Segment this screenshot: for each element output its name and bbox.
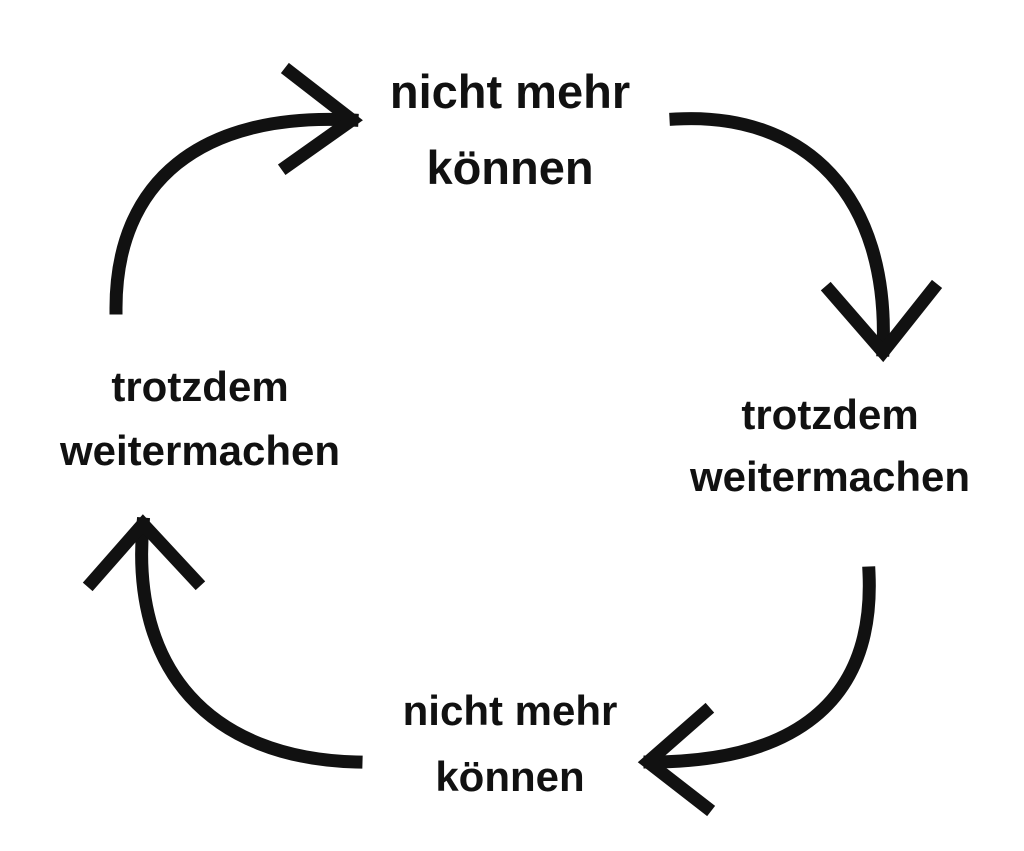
node-label-top-line-2: können bbox=[426, 141, 594, 194]
node-label-left-trotzdem-weitermachen: trotzdem weitermachen bbox=[0, 355, 400, 483]
node-label-bottom-line-2: können bbox=[435, 753, 585, 800]
node-label-right-line-2: weitermachen bbox=[689, 453, 971, 500]
node-label-left-line-2: weitermachen bbox=[59, 427, 341, 474]
node-label-bottom-line-1: nicht mehr bbox=[402, 687, 618, 734]
node-label-top-line-1: nicht mehr bbox=[389, 65, 631, 118]
arrow-left-to-top bbox=[109, 62, 363, 315]
arrow-top-to-right bbox=[669, 112, 943, 363]
node-label-left-line-1: trotzdem bbox=[111, 363, 289, 410]
arrow-bottom-to-left bbox=[82, 514, 363, 769]
arrow-right-to-bottom bbox=[637, 566, 876, 817]
node-label-top-nicht-mehr-koennen: nicht mehr können bbox=[310, 54, 710, 206]
node-label-right-trotzdem-weitermachen: trotzdem weitermachen bbox=[630, 384, 1024, 508]
node-label-right-line-1: trotzdem bbox=[741, 391, 919, 438]
node-label-bottom-nicht-mehr-koennen: nicht mehr können bbox=[310, 678, 710, 810]
